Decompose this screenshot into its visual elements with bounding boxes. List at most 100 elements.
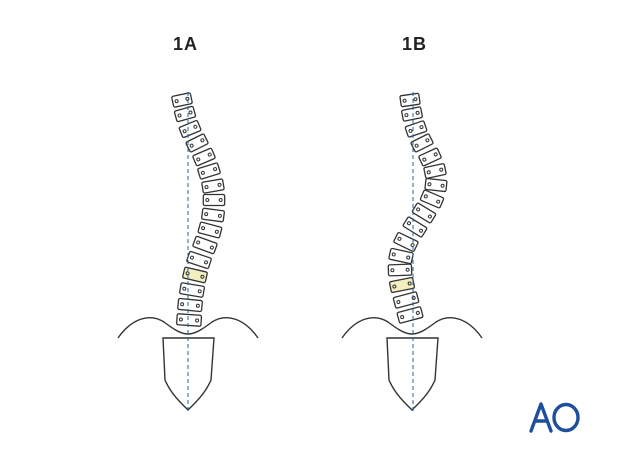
vertebra-body — [202, 193, 226, 207]
vertebra — [393, 231, 419, 252]
vertebra — [197, 221, 223, 239]
vertebra — [173, 105, 197, 123]
vertebra-body — [418, 147, 442, 167]
pedicle-mark — [415, 110, 420, 115]
pedicle-mark — [402, 98, 407, 103]
pedicle-mark — [415, 310, 420, 315]
vertebra-body — [186, 250, 212, 270]
vertebra-body — [419, 189, 445, 209]
vertebra — [201, 178, 225, 194]
pedicle-mark — [193, 124, 198, 129]
panel-label-1a: 1A — [173, 34, 199, 54]
vertebra-body — [179, 282, 205, 298]
pedicle-mark — [422, 157, 427, 162]
highlighted-vertebra-body — [388, 276, 416, 294]
vertebra-body — [387, 263, 413, 277]
pedicle-mark — [400, 315, 405, 320]
vertebra-body — [177, 297, 203, 313]
vertebra — [179, 282, 205, 298]
pedicle-mark — [200, 170, 205, 175]
pedicle-mark — [195, 303, 200, 308]
pelvis-outline — [341, 317, 483, 339]
vertebra — [192, 147, 216, 167]
pedicle-mark — [196, 240, 201, 245]
vertebra — [411, 202, 437, 224]
vertebra-body — [423, 163, 447, 179]
vertebra — [399, 92, 421, 108]
vertebra — [423, 163, 447, 179]
pedicle-mark — [197, 289, 202, 294]
vertebra — [419, 189, 445, 209]
pedicle-mark — [200, 138, 205, 143]
pedicle-mark — [178, 317, 183, 322]
pedicle-mark — [405, 267, 410, 272]
vertebral-column — [387, 92, 448, 324]
vertebra — [186, 250, 212, 270]
pedicle-mark — [182, 286, 187, 291]
vertebra — [182, 266, 208, 284]
vertebral-column — [171, 92, 226, 327]
panel-label-1b: 1B — [402, 34, 428, 54]
vertebra — [418, 147, 442, 167]
vertebra — [388, 247, 414, 265]
spine-panel-1b — [341, 92, 483, 414]
pedicle-mark — [218, 198, 223, 202]
pedicle-mark — [436, 199, 441, 204]
pedicle-mark — [214, 229, 219, 234]
pedicle-mark — [209, 245, 214, 250]
vertebra — [424, 177, 448, 193]
pedicle-mark — [200, 274, 205, 279]
pedicle-mark — [414, 143, 419, 148]
pedicle-mark — [413, 97, 418, 102]
vertebra — [396, 306, 424, 324]
vertebra-body — [392, 291, 420, 309]
pedicle-mark — [204, 260, 209, 265]
vertebra — [192, 235, 218, 255]
vertebra-body — [388, 247, 414, 265]
vertebra — [178, 119, 202, 139]
pedicle-mark — [426, 170, 431, 175]
pedicle-mark — [406, 255, 411, 260]
pedicle-mark — [213, 167, 218, 172]
pedicle-mark — [439, 167, 444, 172]
pedicle-mark — [419, 125, 424, 130]
vertebra-body — [171, 92, 193, 108]
vertebra — [404, 120, 428, 138]
vertebra — [401, 106, 423, 122]
vertebra-body — [185, 133, 209, 153]
pedicle-mark — [177, 113, 182, 118]
pedicle-mark — [195, 318, 200, 323]
vertebra — [171, 92, 193, 108]
pedicle-mark — [423, 194, 428, 199]
pedicle-mark — [207, 152, 212, 157]
pedicle-mark — [189, 255, 194, 260]
vertebra-body — [201, 178, 225, 194]
pedicle-mark — [392, 284, 397, 289]
pedicle-mark — [391, 252, 396, 257]
vertebra — [176, 313, 203, 327]
pedicle-mark — [204, 212, 209, 217]
vertebra-body — [424, 177, 448, 193]
pedicle-mark — [440, 183, 445, 188]
vertebra — [402, 216, 428, 238]
pedicle-mark — [427, 182, 432, 187]
pedicle-mark — [201, 226, 206, 231]
pedicle-mark — [217, 213, 222, 218]
spine-panel-1a — [117, 92, 259, 414]
vertebra-body — [197, 221, 223, 239]
pedicle-mark — [217, 182, 222, 187]
pedicle-mark — [410, 243, 415, 248]
pedicle-mark — [396, 300, 401, 305]
pedicle-mark — [188, 110, 193, 115]
vertebra — [177, 297, 203, 313]
ao-logo — [529, 402, 580, 433]
pedicle-mark — [204, 185, 209, 190]
vertebra — [202, 193, 226, 207]
highlighted-vertebra-body — [182, 266, 208, 284]
vertebra-body — [197, 162, 221, 180]
vertebra-body — [404, 120, 428, 138]
pedicle-mark — [397, 236, 402, 241]
vertebra — [387, 263, 413, 277]
vertebra-body — [192, 147, 216, 167]
